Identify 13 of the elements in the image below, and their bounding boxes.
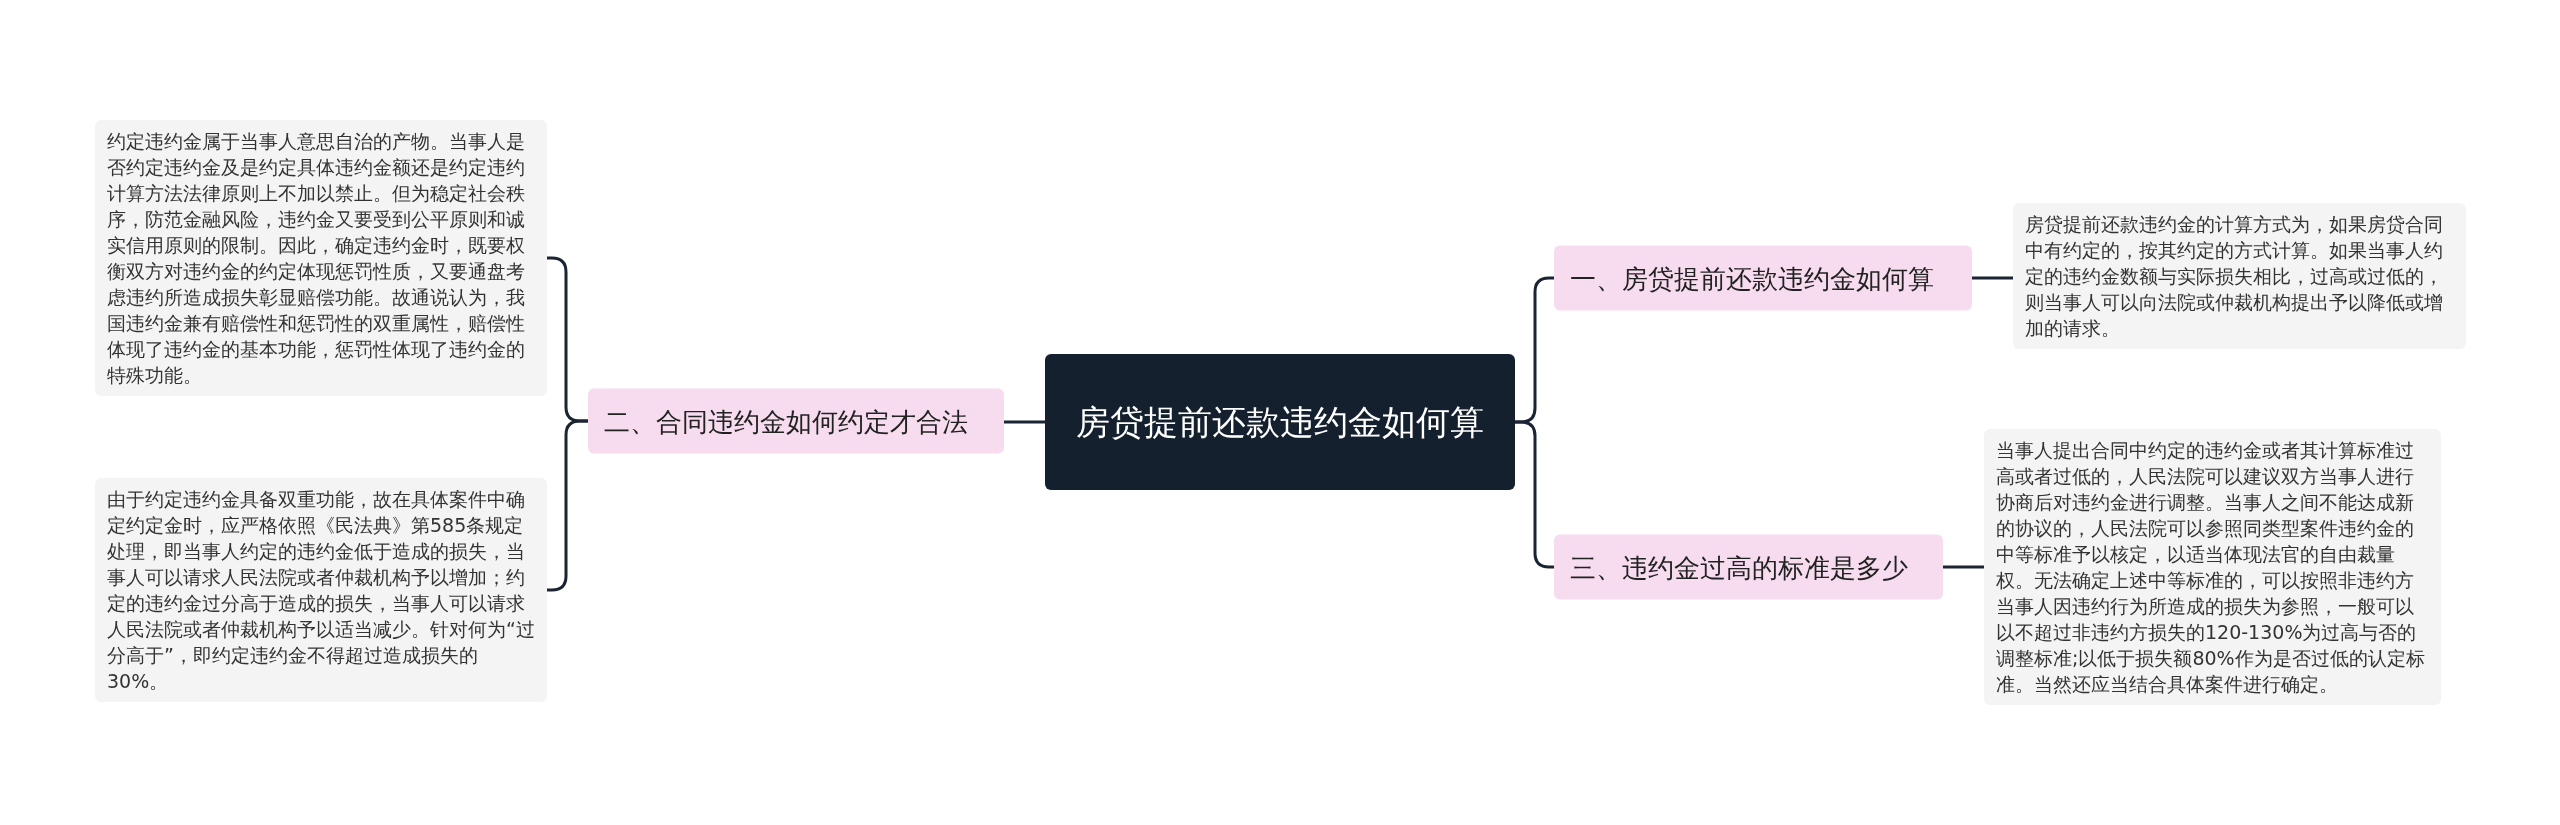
note-card: 房贷提前还款违约金的计算方式为，如果房贷合同中有约定的，按其约定的方式计算。如果当事人约定的违约金数额与实际损失相比，过高或过低的，则当事人可以向法院或仲裁机构提出予以降低或增加的请求。 xyxy=(2013,203,2466,349)
branch-topic: 一、房贷提前还款违约金如何算 xyxy=(1554,245,1972,311)
connector-line xyxy=(1972,276,2013,280)
connector-line xyxy=(1943,565,1984,569)
branch-topic: 二、合同违约金如何约定才合法 xyxy=(588,388,1004,454)
note-card: 当事人提出合同中约定的违约金或者其计算标准过高或者过低的，人民法院可以建议双方当事人进行协商后对违约金进行调整。当事人之间不能达成新的协议的，人民法院可以参照同类型案件违约金的中等标准予以核定，以适当体现法官的自由裁量权。无法确定上述中等标准的，可以按照非违约方当事人因违约行为所造成的损失为参照，一般可以以不超过非违约方损失的120-130%为过高与否的调整标准;以低于损失额80%作为是否过低的认定标准。当然还应当结合具体案件进行确定。 xyxy=(1984,429,2441,705)
central-topic: 房贷提前还款违约金如何算 xyxy=(1045,354,1515,490)
connector-line xyxy=(547,419,588,592)
connector-line xyxy=(1515,420,1554,569)
connector-line xyxy=(1004,420,1045,424)
branch-topic: 三、违约金过高的标准是多少 xyxy=(1554,534,1943,600)
note-card: 由于约定违约金具备双重功能，故在具体案件中确定约定金时，应严格依照《民法典》第585条规定处理，即当事人约定的违约金低于造成的损失，当事人可以请求人民法院或者仲裁机构予以增加；约定的违约金过分高于造成的损失，当事人可以请求人民法院或者仲裁机构予以适当减少。针对何为“过分高于”，即约定违约金不得超过造成损失的30%。 xyxy=(95,478,547,702)
note-card: 约定违约金属于当事人意思自治的产物。当事人是否约定违约金及是约定具体违约金额还是约定违约计算方法法律原则上不加以禁止。但为稳定社会秩序，防范金融风险，违约金又要受到公平原则和诚实信用原则的限制。因此，确定违约金时，既要权衡双方对违约金的约定体现惩罚性质，又要通盘考虑违约所造成损失彰显赔偿功能。故通说认为，我国违约金兼有赔偿性和惩罚性的双重属性，赔偿性体现了违约金的基本功能，惩罚性体现了违约金的特殊功能。 xyxy=(95,120,547,396)
